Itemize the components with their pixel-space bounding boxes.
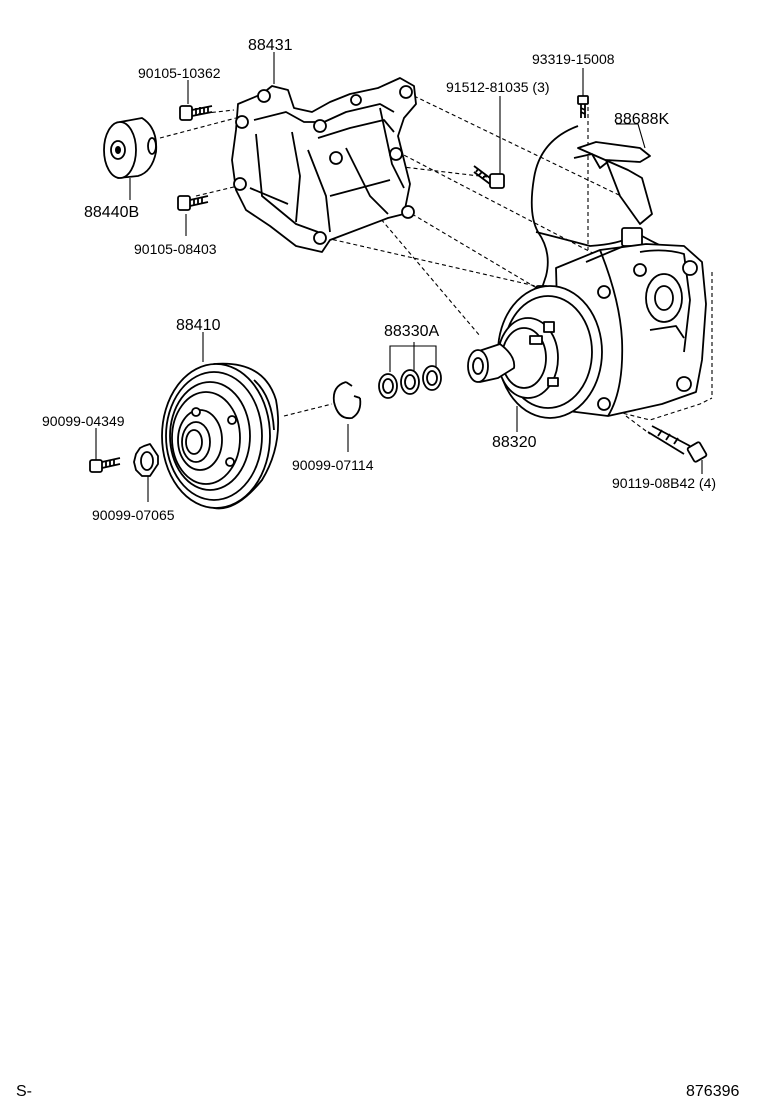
snap-ring: [332, 381, 362, 420]
bolt-90119-08b42: [647, 425, 708, 463]
bolt-90099-04349: [89, 457, 121, 473]
compressor: [467, 243, 707, 419]
bolt-91512-81035: [473, 165, 505, 189]
idler-pulley: [103, 117, 158, 179]
leader-lines: [95, 52, 703, 502]
label-88431: 88431: [248, 37, 293, 54]
label-90105-08403: 90105-08403: [134, 241, 217, 257]
label-88688k: 88688K: [614, 111, 669, 128]
label-93319-15008: 93319-15008: [532, 51, 615, 67]
label-88320: 88320: [492, 434, 537, 451]
magnetic-clutch: [161, 362, 279, 510]
label-91512-81035: 91512-81035 (3): [446, 79, 550, 95]
shims: [378, 365, 442, 399]
mounting-bracket: [231, 77, 417, 253]
label-90099-07114: 90099-07114: [292, 457, 374, 473]
star-washer: [133, 443, 159, 477]
part-labels: 88431 90105-10362 88440B 90105-08403 933…: [42, 37, 716, 523]
bolt-90105-08403: [177, 195, 209, 211]
label-90105-10362: 90105-10362: [138, 65, 221, 81]
label-88330a: 88330A: [384, 323, 439, 340]
bolt-90105-10362: [179, 105, 213, 121]
label-88440b: 88440B: [84, 204, 139, 221]
label-90099-04349: 90099-04349: [42, 413, 125, 429]
label-88410: 88410: [176, 317, 221, 334]
footer-illustration-number: 876396: [686, 1083, 739, 1100]
label-90119-08b42: 90119-08B42 (4): [612, 475, 716, 491]
footer-left-code: S-: [16, 1083, 32, 1100]
bolt-93319-15008: [577, 95, 589, 118]
harness-bracket: [573, 141, 653, 225]
label-90099-07065: 90099-07065: [92, 507, 175, 523]
